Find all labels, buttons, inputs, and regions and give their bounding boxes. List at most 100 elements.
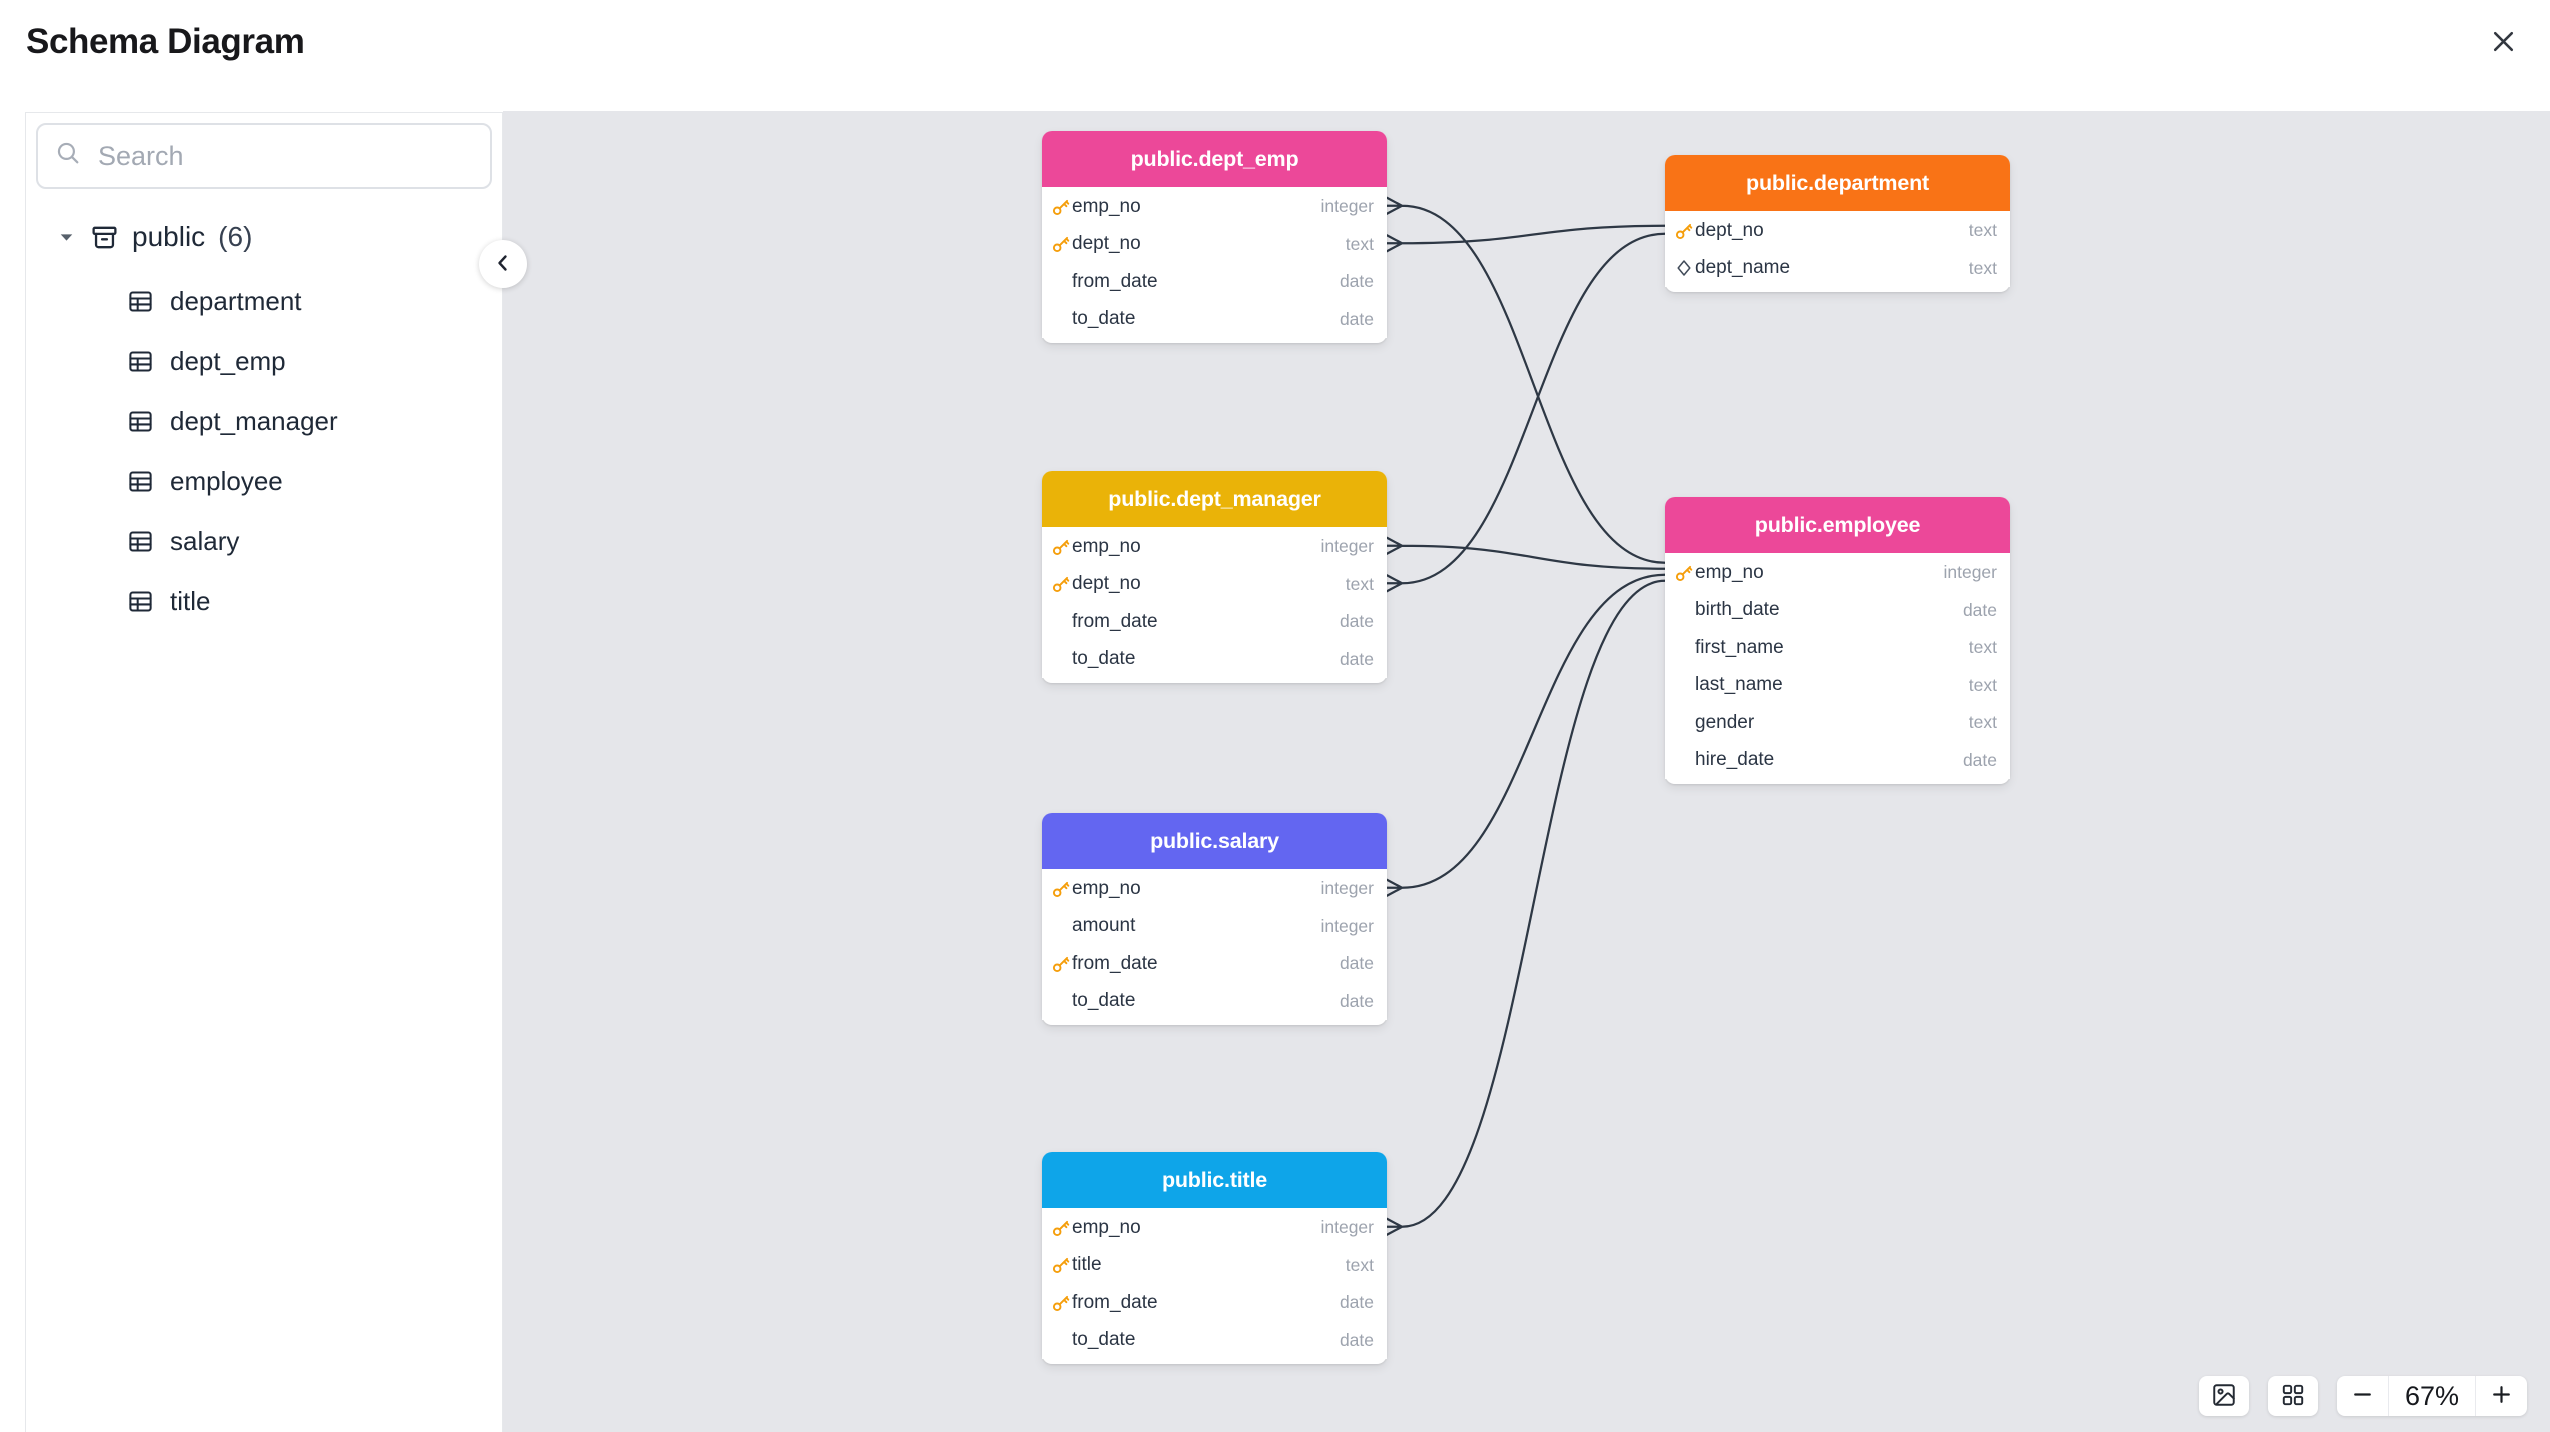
sidebar-item-title[interactable]: title [26,571,502,631]
zoom-control: 67% [2337,1376,2527,1416]
field-type: date [1339,611,1374,632]
field-name: from_date [1072,270,1158,292]
table-icon [127,588,154,615]
field-type: date [1339,271,1374,292]
search-input[interactable] [96,139,490,173]
zoom-in-button[interactable] [2476,1376,2527,1416]
sidebar-item-dept_manager[interactable]: dept_manager [26,391,502,451]
field-name: first_name [1695,636,1784,658]
chevron-left-icon [493,253,513,276]
field-type: date [1962,749,1997,770]
field-name: title [1072,1254,1102,1276]
field-name: birth_date [1695,599,1780,621]
table-icon [127,408,154,435]
node-title: public.employee [1754,512,1921,537]
field-icon-spacer [1673,675,1694,696]
field-type: text [1345,233,1374,254]
schema-row-public[interactable]: public (6) [26,211,502,263]
image-icon [2211,1382,2237,1411]
field-type: integer [1320,878,1374,899]
sidebar-item-employee[interactable]: employee [26,451,502,511]
sidebar-item-department[interactable]: department [26,271,502,331]
field-name: from_date [1072,610,1158,632]
zoom-out-button[interactable] [2337,1376,2388,1416]
sidebar-item-label: salary [170,525,240,556]
field-name: dept_no [1072,233,1141,255]
primary-key-icon [1673,562,1694,583]
field-type: text [1968,257,1997,278]
plus-icon [2489,1382,2514,1410]
field-name: to_date [1072,990,1136,1012]
node-title: public.dept_manager [1108,486,1321,511]
field-name: emp_no [1695,561,1764,583]
sidebar-collapse-button[interactable] [479,240,527,288]
field-type: text [1968,637,1997,658]
field-icon-spacer [1050,916,1071,937]
primary-key-icon [1050,878,1071,899]
node-header: public.salary [1042,813,1387,869]
download-image-button[interactable] [2199,1376,2249,1416]
primary-key-icon [1050,1217,1071,1238]
schema-table-count: (6) [218,221,253,252]
field-name: last_name [1695,674,1783,696]
search-icon [38,140,96,172]
schema-name: public [132,221,206,252]
canvas-controls: 67% [2199,1376,2527,1416]
node-title: public.title [1161,1167,1268,1192]
field-type: date [1339,1292,1374,1313]
field-type: date [1339,1329,1374,1350]
sidebar-item-dept_emp[interactable]: dept_emp [26,331,502,391]
layout-grid-icon [2280,1382,2306,1411]
field-name: hire_date [1695,749,1775,771]
relationship-edge [1385,196,1667,564]
auto-layout-button[interactable] [2268,1376,2318,1416]
relationship-edge [1385,536,1667,570]
field-type: text [1345,1254,1374,1275]
node-title: public.dept_emp [1130,146,1299,171]
field-name: to_date [1072,648,1136,670]
field-type: integer [1320,196,1374,217]
sidebar-item-label: title [170,585,211,616]
sidebar: public (6) departmentdept_empdept_manage… [25,112,503,1432]
node-header: public.department [1665,155,2010,211]
field-icon-spacer [1673,712,1694,733]
field-icon-spacer [1050,991,1071,1012]
field-row-from_date: from_date date [1042,603,1387,641]
field-name: gender [1695,711,1755,733]
close-icon [2490,28,2517,58]
table-icon [127,468,154,495]
close-button[interactable] [2477,17,2529,69]
field-row-first_name: first_name text [1665,629,2010,667]
relationship-edge [1385,232,1667,593]
relationship-edge [1385,224,1667,253]
field-icon-spacer [1673,637,1694,658]
node-header: public.dept_manager [1042,471,1387,527]
sidebar-item-salary[interactable]: salary [26,511,502,571]
field-row-dept_no: dept_no text [1042,225,1387,263]
primary-key-icon [1050,196,1071,217]
sidebar-item-label: employee [170,465,283,496]
node-header: public.employee [1665,497,2010,553]
node-header: public.title [1042,1152,1387,1208]
field-name: emp_no [1072,535,1141,557]
